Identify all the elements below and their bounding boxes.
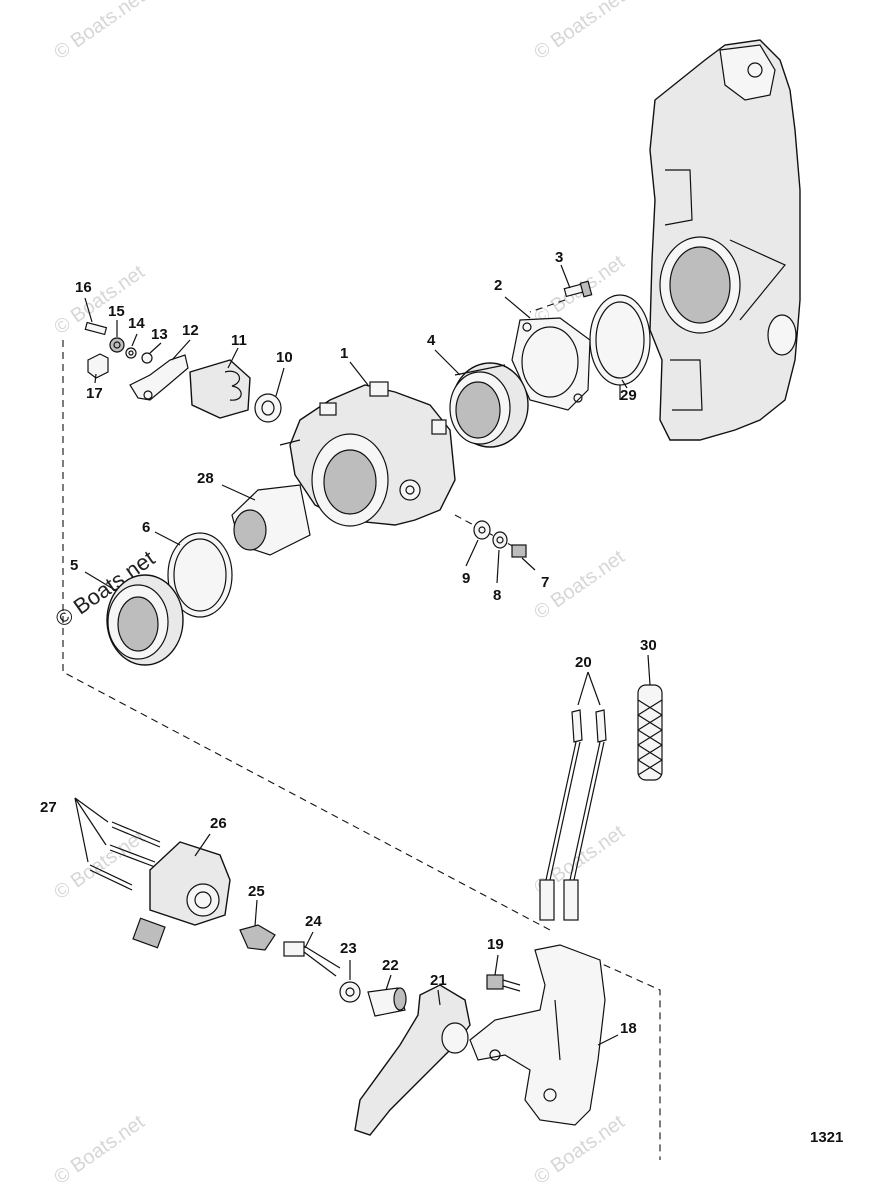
callout-12: 12 — [182, 322, 199, 339]
callout-18: 18 — [620, 1020, 637, 1037]
callout-8: 8 — [493, 587, 501, 604]
callout-11: 11 — [231, 332, 247, 349]
parts-7-8-9-fasteners — [454, 514, 527, 558]
part-28-cone — [231, 484, 311, 556]
callout-6: 6 — [142, 519, 150, 536]
part-10-washer — [254, 393, 282, 423]
callout-21: 21 — [430, 972, 447, 989]
watermark: © Boats.net — [530, 0, 629, 64]
part-23-washer — [339, 981, 361, 1003]
part-20-hoses — [539, 709, 607, 921]
part-4-bellows — [449, 362, 529, 448]
callout-22: 22 — [382, 957, 399, 974]
part-30-sleeve — [637, 684, 663, 781]
callout-19: 19 — [487, 936, 504, 953]
part-27-screws — [89, 821, 161, 891]
part-21-lever — [354, 984, 471, 1136]
exhaust-housing — [649, 39, 801, 441]
part-25-clip — [239, 924, 276, 951]
part-5-bellows — [106, 574, 184, 666]
callout-2: 2 — [494, 277, 502, 294]
parts-12-17-hardware — [84, 321, 189, 401]
part-24-pin — [283, 941, 341, 977]
part-11-spring — [189, 359, 251, 419]
callout-1: 1 — [340, 345, 348, 362]
figure-number: 1321 — [810, 1129, 843, 1146]
callout-29: 29 — [620, 387, 637, 404]
callout-17: 17 — [86, 385, 103, 402]
callout-16: 16 — [75, 279, 92, 296]
callout-3: 3 — [555, 249, 563, 266]
callout-13: 13 — [151, 326, 168, 343]
callout-20: 20 — [575, 654, 592, 671]
part-2-gasket — [511, 317, 591, 411]
part-3-bolt — [529, 280, 593, 313]
part-19-bolt — [486, 974, 521, 992]
part-1-gimbal-housing — [279, 381, 456, 527]
watermark: © Boats.net — [50, 1111, 149, 1189]
watermark: © Boats.net — [530, 1111, 629, 1189]
callout-labels: 1 2 3 4 5 6 7 8 9 10 11 12 13 14 15 16 1… — [40, 249, 657, 1037]
callout-5: 5 — [70, 557, 78, 574]
callout-4: 4 — [427, 332, 436, 349]
callout-15: 15 — [108, 303, 125, 320]
part-26-sensor — [132, 841, 231, 949]
callout-10: 10 — [276, 349, 293, 366]
callout-28: 28 — [197, 470, 214, 487]
callout-14: 14 — [128, 315, 145, 332]
callout-26: 26 — [210, 815, 227, 832]
callout-7: 7 — [541, 574, 549, 591]
callout-24: 24 — [305, 913, 322, 930]
callout-23: 23 — [340, 940, 357, 957]
callout-30: 30 — [640, 637, 657, 654]
part-6-clamp — [167, 532, 233, 618]
leader-lines — [74, 264, 651, 1046]
part-18-bracket — [469, 944, 606, 1126]
part-22-bushing — [367, 987, 407, 1017]
part-29-clamp — [589, 294, 651, 400]
callout-27: 27 — [40, 799, 57, 816]
callout-25: 25 — [248, 883, 265, 900]
callout-9: 9 — [462, 570, 470, 587]
watermark: © Boats.net — [50, 0, 149, 64]
watermark: © Boats.net — [50, 826, 149, 904]
